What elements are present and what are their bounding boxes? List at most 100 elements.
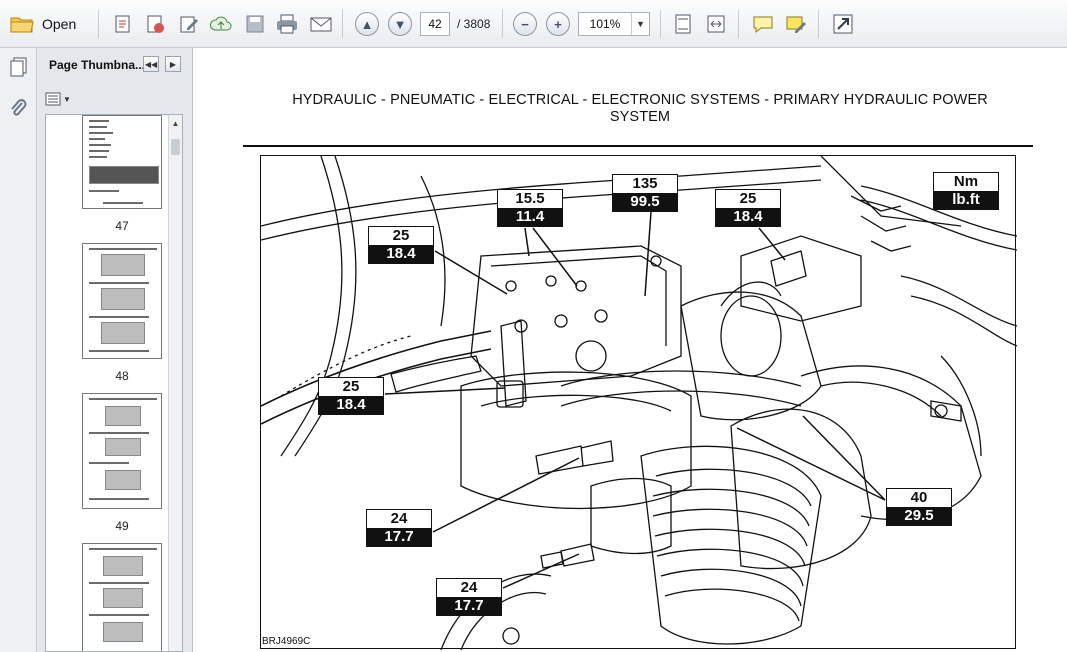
thumbnail-page[interactable] — [82, 115, 162, 209]
fit-width-button[interactable] — [701, 8, 731, 40]
zoom-out-button[interactable]: − — [510, 8, 540, 40]
toolbar-separator — [818, 10, 819, 38]
page-header-line: HYDRAULIC - PNEUMATIC - ELECTRICAL - ELE… — [292, 92, 988, 108]
thumbnail-page[interactable] — [82, 543, 162, 651]
units-nm: Nm — [934, 173, 998, 191]
upload-button[interactable] — [206, 8, 236, 40]
header-rule — [243, 145, 1033, 147]
email-button[interactable] — [306, 8, 336, 40]
torque-lbft: 29.5 — [887, 507, 951, 525]
print-button[interactable] — [272, 8, 302, 40]
page-number-input[interactable]: 42 — [420, 12, 450, 36]
toolbar-separator — [502, 10, 503, 38]
toolbar-separator — [738, 10, 739, 38]
attachment-icon[interactable] — [8, 98, 30, 120]
torque-nm: 135 — [613, 175, 677, 193]
zoom-select[interactable]: 101% ▼ — [578, 12, 650, 36]
toolbar-separator — [660, 10, 661, 38]
open-label: Open — [42, 16, 77, 32]
page-count: / 3808 — [457, 17, 491, 31]
torque-lbft: 18.4 — [369, 245, 433, 263]
zoom-value: 101% — [589, 17, 621, 31]
next-page-button[interactable]: ▼ — [385, 8, 415, 40]
page-header-line: SYSTEM — [609, 109, 671, 125]
highlighter-icon — [786, 16, 806, 33]
toolbar-separator — [98, 10, 99, 38]
main-toolbar: Open ▲ ▼ 42 / 3808 − + 101% ▼ — [0, 0, 1067, 48]
arrow-up-icon: ▲ — [355, 12, 379, 36]
torque-callout: 24 17.7 — [366, 509, 432, 547]
torque-callout: 24 17.7 — [436, 578, 502, 616]
torque-nm: 40 — [887, 489, 951, 507]
thumbnail-page[interactable] — [82, 243, 162, 359]
previous-page-button[interactable]: ▲ — [352, 8, 382, 40]
cloud-upload-icon — [209, 16, 232, 31]
print-icon — [277, 14, 297, 34]
list-options-icon — [45, 92, 61, 106]
arrow-down-icon: ▼ — [388, 12, 412, 36]
torque-lbft: 18.4 — [716, 208, 780, 226]
fit-page-icon — [675, 14, 691, 34]
torque-callout: 25 18.4 — [368, 226, 434, 264]
expand-panel-button[interactable]: ▶ — [165, 56, 181, 72]
torque-nm: 24 — [367, 510, 431, 528]
torque-lbft: 18.4 — [319, 396, 383, 414]
export-pdf-icon — [147, 15, 164, 33]
plus-icon: + — [546, 12, 570, 36]
open-button[interactable]: Open — [6, 8, 84, 40]
comment-button[interactable] — [748, 8, 778, 40]
torque-nm: 25 — [716, 190, 780, 208]
save-button[interactable] — [240, 8, 270, 40]
torque-callout: 135 99.5 — [612, 174, 678, 212]
create-pdf-icon — [115, 15, 130, 33]
torque-lbft: 11.4 — [498, 208, 562, 226]
minus-icon: − — [513, 12, 537, 36]
chevron-down-icon: ▼ — [63, 94, 71, 104]
torque-callout: 15.5 11.4 — [497, 189, 563, 227]
figure-id: BRJ4969C — [262, 636, 311, 647]
torque-callout: 25 18.4 — [715, 189, 781, 227]
torque-nm: 25 — [369, 227, 433, 245]
torque-nm: 25 — [319, 378, 383, 396]
thumbnail-label: 47 — [115, 219, 129, 233]
scrollbar-thumb[interactable] — [171, 139, 180, 155]
thumbnail-label: 48 — [115, 369, 129, 383]
thumbnail-scrollbar[interactable]: ▲ — [168, 115, 182, 651]
torque-callout: 25 18.4 — [318, 377, 384, 415]
torque-lbft: 17.7 — [367, 528, 431, 546]
double-chevron-left-icon: ◀◀ — [144, 59, 158, 69]
torque-nm: 24 — [437, 579, 501, 597]
thumbnail-options-button[interactable]: ▼ — [45, 91, 73, 107]
torque-nm: 15.5 — [498, 190, 562, 208]
envelope-icon — [310, 17, 332, 32]
folder-icon — [10, 17, 34, 33]
fit-page-button[interactable] — [668, 8, 698, 40]
thumbnail-label: 49 — [115, 519, 129, 533]
chevron-right-icon: ▶ — [169, 59, 177, 69]
torque-lbft: 17.7 — [437, 597, 501, 615]
expand-icon — [833, 14, 853, 34]
edit-icon — [180, 16, 198, 33]
navigation-rail — [0, 48, 37, 652]
create-pdf-button[interactable] — [108, 8, 138, 40]
pages-icon[interactable] — [8, 56, 30, 78]
collapse-panel-button[interactable]: ◀◀ — [143, 56, 159, 72]
export-pdf-button[interactable] — [140, 8, 170, 40]
toolbar-separator — [342, 10, 343, 38]
fit-width-icon — [707, 15, 725, 33]
units-lbft: lb.ft — [934, 191, 998, 209]
speech-bubble-icon — [753, 16, 773, 34]
torque-lbft: 99.5 — [613, 193, 677, 211]
units-legend: Nm lb.ft — [933, 172, 999, 210]
highlight-button[interactable] — [781, 8, 811, 40]
thumbnail-list[interactable]: 47 48 49 — [45, 114, 183, 652]
torque-callout: 40 29.5 — [886, 488, 952, 526]
scroll-up-icon[interactable]: ▲ — [171, 118, 180, 128]
thumbnail-page[interactable] — [82, 393, 162, 509]
save-icon — [246, 15, 264, 33]
page-header: HYDRAULIC - PNEUMATIC - ELECTRICAL - ELE… — [240, 92, 1040, 126]
zoom-in-button[interactable]: + — [543, 8, 573, 40]
thumbnail-panel: Page Thumbna... ◀◀ ▶ ▼ 47 — [37, 48, 193, 652]
full-screen-button[interactable] — [828, 8, 858, 40]
edit-pdf-button[interactable] — [174, 8, 204, 40]
